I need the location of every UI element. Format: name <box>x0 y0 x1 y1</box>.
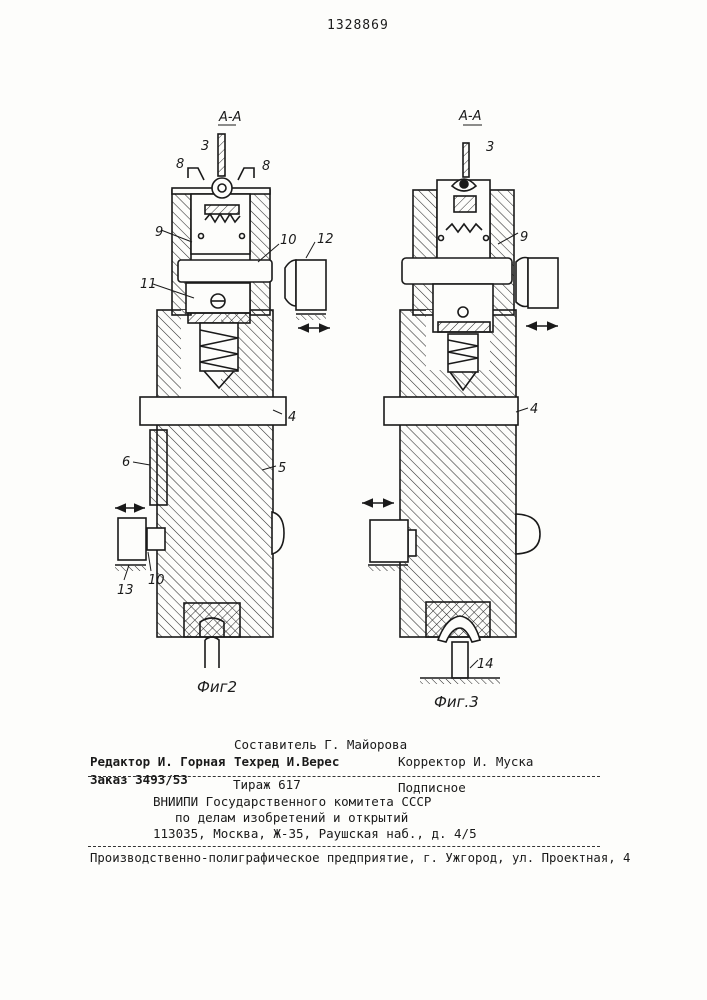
fig2-label-9: 9 <box>155 225 163 240</box>
imprint-circulation: Тираж 617 <box>233 777 301 792</box>
fig2-label-10-bottom: 10 <box>148 573 165 588</box>
fig2-label-8-left: 8 <box>176 157 184 172</box>
imprint-order: Заказ 3493/53 <box>90 772 188 787</box>
imprint-org-line1: ВНИИПИ Государственного комитета СССР <box>153 794 431 809</box>
imprint-org-address: 113035, Москва, Ж-35, Раушская наб., д. … <box>153 826 477 841</box>
imprint-printer: Производственно-полиграфическое предприя… <box>90 851 630 865</box>
imprint-subscription: Подписное <box>398 780 466 795</box>
fig3-label-3: 3 <box>486 140 494 155</box>
fig2-label-13: 13 <box>117 583 134 598</box>
imprint-corrector: Корректор И. Муска <box>398 754 533 769</box>
fig3-section-label: А-А <box>458 109 481 124</box>
fig3-label-14: 14 <box>477 657 494 672</box>
fig3-caption: Фиг.3 <box>434 693 479 711</box>
fig2-label-11: 11 <box>140 277 157 292</box>
imprint-org-line2: по делам изобретений и открытий <box>175 810 408 825</box>
fig2-label-10-top: 10 <box>280 233 297 248</box>
technical-drawing: А-А 3 8 8 9 10 11 12 4 5 6 13 10 Фиг2 А-… <box>0 0 707 720</box>
imprint-techred: Техред И.Верес <box>234 754 339 769</box>
fig2-label-3: 3 <box>201 139 209 154</box>
divider-2 <box>88 846 600 847</box>
fig2-label-6: 6 <box>122 455 130 470</box>
fig2-label-8-right: 8 <box>262 159 270 174</box>
fig2-label-12: 12 <box>317 232 334 247</box>
figure-3 <box>362 125 558 684</box>
fig2-caption: Фиг2 <box>197 678 237 696</box>
fig2-label-5: 5 <box>278 461 286 476</box>
imprint-editor: Редактор И. Горная <box>90 754 225 769</box>
fig3-label-4: 4 <box>530 402 538 417</box>
fig2-label-4: 4 <box>288 410 296 425</box>
fig2-section-label: А-А <box>218 110 241 125</box>
imprint-compiler: Составитель Г. Майорова <box>234 737 407 752</box>
fig3-label-9: 9 <box>520 230 528 245</box>
